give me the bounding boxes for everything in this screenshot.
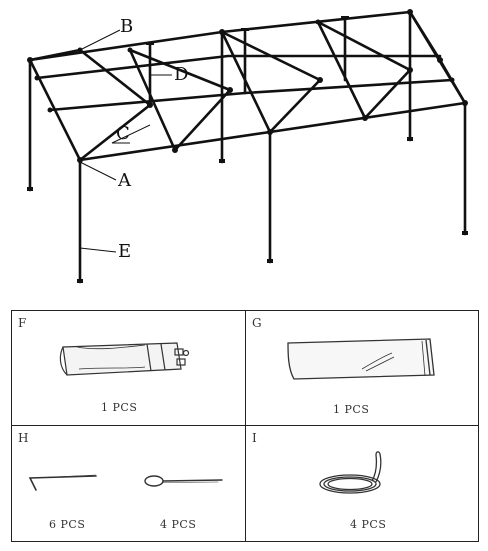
carry-bag-icon [59, 342, 190, 376]
leg-feet [27, 137, 468, 283]
frame-line-mid-1 [35, 54, 442, 80]
part-letter-i: I [252, 431, 257, 445]
callout-label-e: E [118, 241, 132, 262]
grid-divider-horizontal [12, 425, 478, 426]
frame-zigzag-1 [28, 48, 152, 162]
part-letter-h: H [18, 431, 29, 445]
part-letter-g: G [252, 316, 262, 330]
frame-zigzag-4 [316, 20, 412, 120]
part-qty-h-peg: 4 PCS [160, 518, 197, 531]
part-cell-f: F 1 PCS [12, 311, 245, 425]
part-letter-f: F [18, 316, 27, 330]
stake-peg-icon [144, 475, 223, 487]
callout-label-b: B [120, 16, 134, 37]
frame-rafter-3 [316, 20, 367, 120]
parts-list: F 1 PCS G [11, 310, 479, 542]
grid-divider-vertical [245, 311, 246, 541]
coiled-rope-icon [319, 451, 382, 494]
callout-label-d: D [174, 64, 189, 85]
canopy-top-icon [287, 338, 435, 380]
callout-leaders [79, 29, 172, 253]
callout-label-c: C [116, 123, 130, 144]
part-cell-h: H 6 PCS 4 PCS [12, 426, 245, 541]
part-qty-h-stake: 6 PCS [49, 518, 86, 531]
callout-label-a: A [118, 170, 131, 191]
pole-caps [146, 16, 349, 45]
frame-zigzag-5 [408, 10, 467, 105]
part-qty-g: 1 PCS [333, 403, 370, 416]
frame-rafter-1 [128, 48, 177, 152]
part-cell-g: G 1 PCS [246, 311, 478, 425]
frame-zigzag-3 [220, 30, 322, 134]
part-cell-i: I 4 PCS [246, 426, 478, 541]
frame-structure [28, 10, 467, 284]
ground-stake-icon [28, 474, 97, 491]
part-qty-i: 4 PCS [350, 518, 387, 531]
canopy-frame-diagram [27, 9, 468, 284]
part-qty-f: 1 PCS [101, 401, 138, 414]
